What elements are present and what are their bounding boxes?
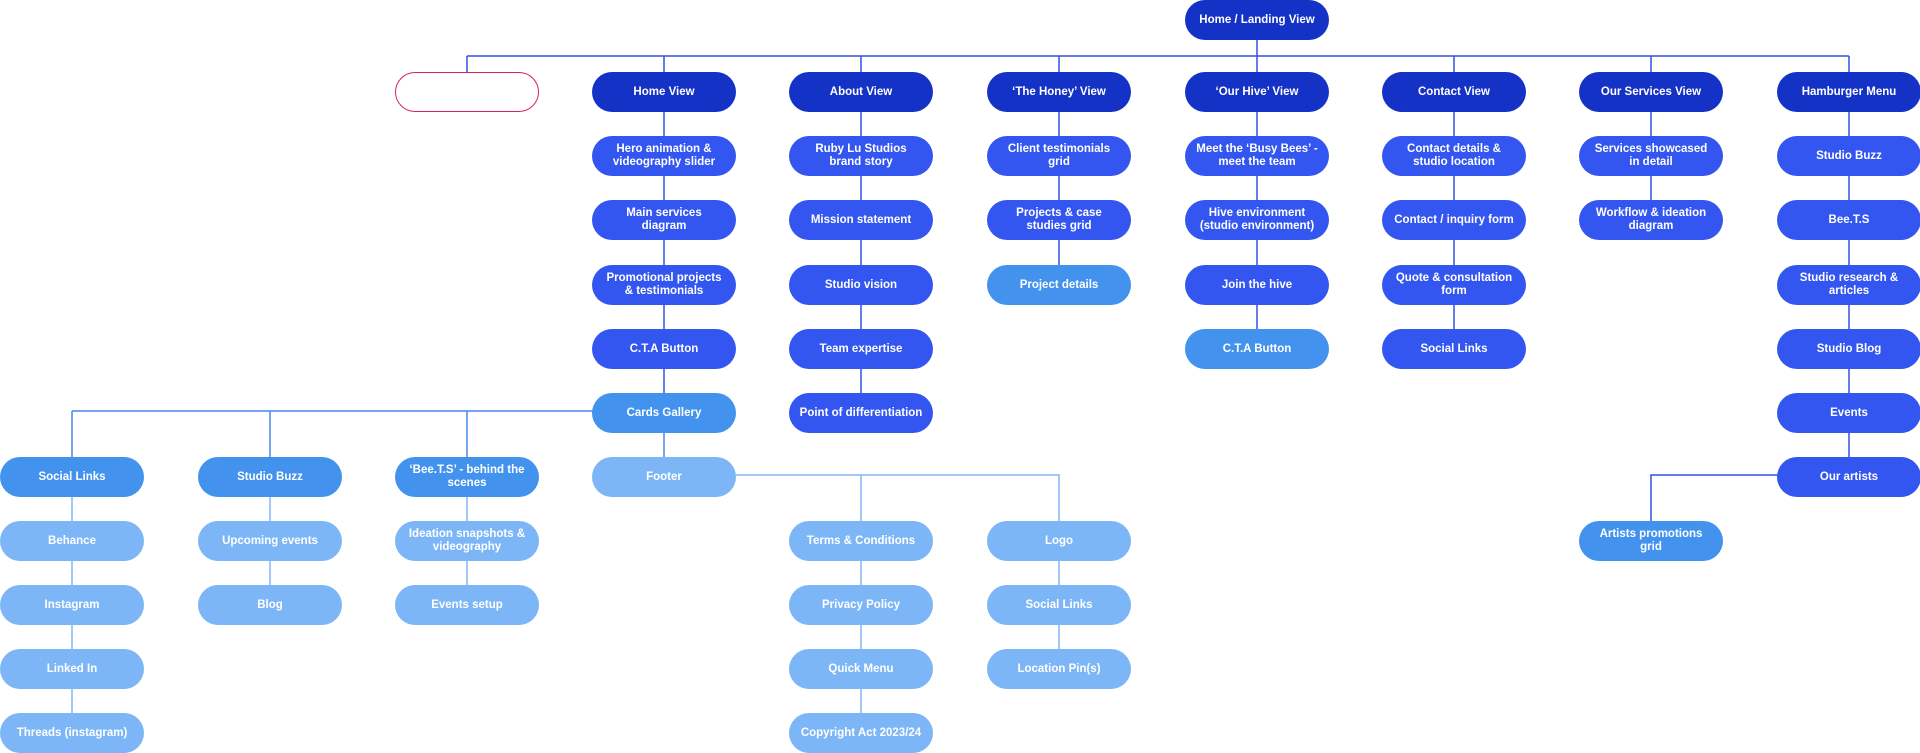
- node-about[interactable]: About View: [789, 72, 933, 112]
- node-home2[interactable]: Main services diagram: [592, 200, 736, 240]
- node-root[interactable]: Home / Landing View: [1185, 0, 1329, 40]
- connector: [466, 38, 1850, 72]
- node-fsocial[interactable]: Social Links: [987, 585, 1131, 625]
- node-buzz[interactable]: Studio Buzz: [198, 457, 342, 497]
- node-home[interactable]: Home View: [592, 72, 736, 112]
- node-contact1[interactable]: Contact details & studio location: [1382, 136, 1526, 176]
- node-ham5[interactable]: Events: [1777, 393, 1920, 433]
- node-contact4[interactable]: Social Links: [1382, 329, 1526, 369]
- node-beets[interactable]: ‘Bee.T.S’ - behind the scenes: [395, 457, 539, 497]
- node-terms[interactable]: Terms & Conditions: [789, 521, 933, 561]
- node-location[interactable]: Location Pin(s): [987, 649, 1131, 689]
- node-ideation[interactable]: Ideation snapshots & videography: [395, 521, 539, 561]
- node-ham6[interactable]: Our artists: [1777, 457, 1920, 497]
- node-artists[interactable]: Artists promotions grid: [1579, 521, 1723, 561]
- node-hive3[interactable]: Join the hive: [1185, 265, 1329, 305]
- node-honey2[interactable]: Projects & case studies grid: [987, 200, 1131, 240]
- node-linkedin[interactable]: Linked In: [0, 649, 144, 689]
- node-honey3[interactable]: Project details: [987, 265, 1131, 305]
- node-privacy[interactable]: Privacy Policy: [789, 585, 933, 625]
- node-hive[interactable]: ‘Our Hive’ View: [1185, 72, 1329, 112]
- node-honey[interactable]: ‘The Honey’ View: [987, 72, 1131, 112]
- node-contact3[interactable]: Quote & consultation form: [1382, 265, 1526, 305]
- node-services[interactable]: Our Services View: [1579, 72, 1723, 112]
- node-eventsetup[interactable]: Events setup: [395, 585, 539, 625]
- node-home3[interactable]: Promotional projects & testimonials: [592, 265, 736, 305]
- node-contact2[interactable]: Contact / inquiry form: [1382, 200, 1526, 240]
- node-about3[interactable]: Studio vision: [789, 265, 933, 305]
- node-empty[interactable]: [395, 72, 539, 112]
- node-behance[interactable]: Behance: [0, 521, 144, 561]
- node-upcoming[interactable]: Upcoming events: [198, 521, 342, 561]
- node-hive4[interactable]: C.T.A Button: [1185, 329, 1329, 369]
- node-about2[interactable]: Mission statement: [789, 200, 933, 240]
- node-ham4[interactable]: Studio Blog: [1777, 329, 1920, 369]
- node-hamburger[interactable]: Hamburger Menu: [1777, 72, 1920, 112]
- node-about4[interactable]: Team expertise: [789, 329, 933, 369]
- node-home4[interactable]: C.T.A Button: [592, 329, 736, 369]
- node-about5[interactable]: Point of differentiation: [789, 393, 933, 433]
- node-logo[interactable]: Logo: [987, 521, 1131, 561]
- node-blog[interactable]: Blog: [198, 585, 342, 625]
- node-about1[interactable]: Ruby Lu Studios brand story: [789, 136, 933, 176]
- node-instagram[interactable]: Instagram: [0, 585, 144, 625]
- node-honey1[interactable]: Client testimonials grid: [987, 136, 1131, 176]
- node-social[interactable]: Social Links: [0, 457, 144, 497]
- node-hive1[interactable]: Meet the ‘Busy Bees’ - meet the team: [1185, 136, 1329, 176]
- node-ham2[interactable]: Bee.T.S: [1777, 200, 1920, 240]
- node-ham3[interactable]: Studio research & articles: [1777, 265, 1920, 305]
- node-ham1[interactable]: Studio Buzz: [1777, 136, 1920, 176]
- node-quickmenu[interactable]: Quick Menu: [789, 649, 933, 689]
- connector: [71, 410, 595, 457]
- node-contact[interactable]: Contact View: [1382, 72, 1526, 112]
- node-services2[interactable]: Workflow & ideation diagram: [1579, 200, 1723, 240]
- node-copyright[interactable]: Copyright Act 2023/24: [789, 713, 933, 753]
- node-services1[interactable]: Services showcased in detail: [1579, 136, 1723, 176]
- node-home1[interactable]: Hero animation & videography slider: [592, 136, 736, 176]
- node-home5[interactable]: Cards Gallery: [592, 393, 736, 433]
- node-threads[interactable]: Threads (instagram): [0, 713, 144, 753]
- node-hive2[interactable]: Hive environment (studio environment): [1185, 200, 1329, 240]
- node-home6[interactable]: Footer: [592, 457, 736, 497]
